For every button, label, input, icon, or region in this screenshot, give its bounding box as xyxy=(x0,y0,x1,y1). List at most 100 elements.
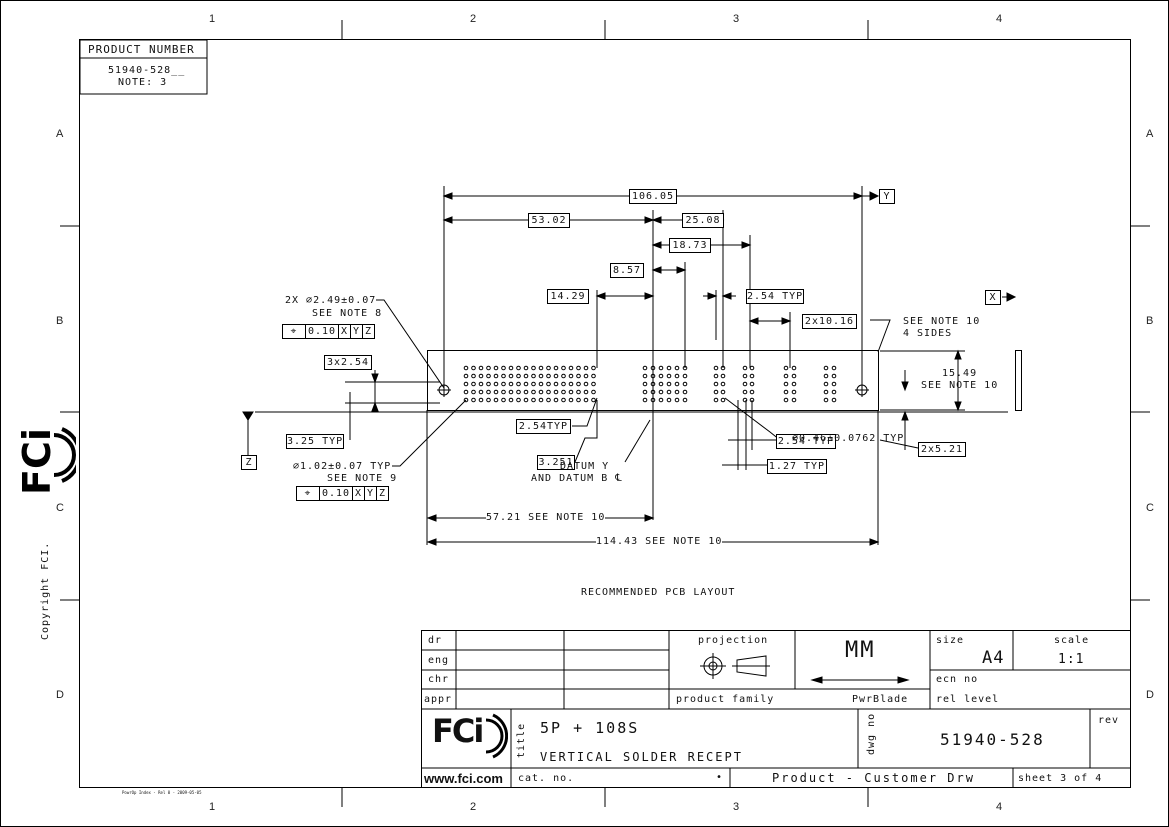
pcb-hole xyxy=(553,389,559,395)
pcb-hole xyxy=(516,365,521,371)
pcb-hole xyxy=(463,373,469,379)
pcb-hole xyxy=(546,397,551,403)
fcf1-datum-x: X xyxy=(338,324,351,339)
pcb-hole xyxy=(674,365,680,371)
pcb-hole xyxy=(742,397,748,403)
tb-title-line2: VERTICAL SOLDER RECEPT xyxy=(540,750,743,764)
pcb-hole xyxy=(546,373,551,379)
tb-sheet: sheet 3 of 4 xyxy=(1018,773,1103,784)
pcb-hole xyxy=(546,365,551,371)
pcb-hole xyxy=(749,381,755,387)
pcb-hole xyxy=(576,373,581,379)
pcb-hole xyxy=(576,397,581,403)
pcb-hole xyxy=(478,373,484,379)
pcb-hole xyxy=(516,373,521,379)
pcb-hole xyxy=(642,365,648,371)
pcb-hole xyxy=(682,365,688,371)
pcb-hole xyxy=(493,373,499,379)
pcb-hole xyxy=(523,381,529,387)
datum-z-box: Z xyxy=(241,455,257,470)
note10-right: SEE NOTE 10 xyxy=(921,380,999,391)
pcb-hole xyxy=(531,365,536,371)
pcb-hole xyxy=(531,397,536,403)
pcb-hole xyxy=(561,381,566,387)
pcb-hole xyxy=(493,365,499,371)
pcb-hole xyxy=(486,365,491,371)
side-view xyxy=(1015,350,1022,411)
tb-product-family-label: product family xyxy=(676,694,775,705)
pcb-hole xyxy=(478,365,484,371)
pcb-hole xyxy=(471,381,476,387)
pcb-hole xyxy=(478,397,484,403)
zone-col-3-top: 3 xyxy=(733,13,740,25)
dim-2x521: 2x5.21 xyxy=(918,442,966,457)
pcb-hole xyxy=(508,397,514,403)
pcb-hole xyxy=(568,397,574,403)
pcb-hole xyxy=(642,389,648,395)
pcb-hole xyxy=(561,365,566,371)
dim-25: 25.08 xyxy=(682,213,724,228)
note10-line1: SEE NOTE 10 xyxy=(903,316,981,327)
tb-size: A4 xyxy=(982,648,1005,668)
pcb-hole xyxy=(658,389,664,395)
pcb-hole xyxy=(531,389,536,395)
pcb-hole xyxy=(486,381,491,387)
pcb-hole xyxy=(791,389,797,395)
pcb-hole xyxy=(568,381,574,387)
fcf2-tolerance: 0.10 xyxy=(319,486,353,501)
pcb-hole xyxy=(501,397,506,403)
tb-dwg-label: dwg no xyxy=(866,712,877,755)
pcb-hole xyxy=(553,381,559,387)
pcb-hole xyxy=(591,389,596,395)
pcb-hole xyxy=(749,389,755,395)
pcb-hole xyxy=(783,381,789,387)
pcb-hole xyxy=(650,373,656,379)
pcb-hole xyxy=(471,397,476,403)
pcb-hole xyxy=(523,389,529,395)
pcb-hole xyxy=(561,389,566,395)
pcb-hole xyxy=(642,381,648,387)
dim-325typ: 3.25 TYP xyxy=(286,434,344,449)
tb-website: www.fci.com xyxy=(424,771,503,786)
dim-3x254: 3x2.54 xyxy=(324,355,372,370)
pcb-hole xyxy=(831,365,837,371)
tb-title-label: title xyxy=(516,722,527,758)
pcb-hole xyxy=(471,373,476,379)
tb-product-type: Product - Customer Drw xyxy=(772,771,975,785)
pcb-hole xyxy=(583,381,589,387)
pcb-hole xyxy=(576,381,581,387)
fcf-signal-holes: ⌖ 0.10 X Y Z xyxy=(296,486,389,501)
dim-254typ: 2.54 TYP xyxy=(746,289,804,304)
pcb-hole xyxy=(546,389,551,395)
pcb-hole xyxy=(720,381,726,387)
tb-rev-label: rev xyxy=(1098,715,1120,726)
zone-col-1-top: 1 xyxy=(209,13,216,25)
pcb-hole xyxy=(478,389,484,395)
pcb-hole xyxy=(486,373,491,379)
pcb-hole xyxy=(713,389,719,395)
pcb-hole xyxy=(583,397,589,403)
tb-product-family: PwrBlade xyxy=(852,694,909,705)
pcb-hole xyxy=(553,397,559,403)
note-hole1-line1: 2X ∅2.49±0.07 xyxy=(285,295,377,306)
pcb-hole xyxy=(658,365,664,371)
datum-note-line2: AND DATUM B ℄ xyxy=(531,473,623,484)
pcb-hole xyxy=(523,397,529,403)
pcb-hole xyxy=(749,397,755,403)
pcb-hole xyxy=(713,365,719,371)
pcb-hole xyxy=(538,381,544,387)
datum-y-box: Y xyxy=(879,189,895,204)
pcb-hole xyxy=(791,373,797,379)
zone-row-a-right: A xyxy=(1146,128,1154,140)
pcb-hole xyxy=(666,373,672,379)
title-block-lines xyxy=(421,630,1131,788)
zone-col-4-bottom: 4 xyxy=(996,801,1003,813)
pcb-hole xyxy=(591,397,596,403)
pcb-hole xyxy=(568,365,574,371)
pcb-hole xyxy=(650,381,656,387)
zone-row-c-right: C xyxy=(1146,502,1154,514)
pcb-hole xyxy=(742,389,748,395)
pcb-hole xyxy=(831,381,837,387)
pcb-hole xyxy=(546,381,551,387)
pcb-hole xyxy=(523,373,529,379)
